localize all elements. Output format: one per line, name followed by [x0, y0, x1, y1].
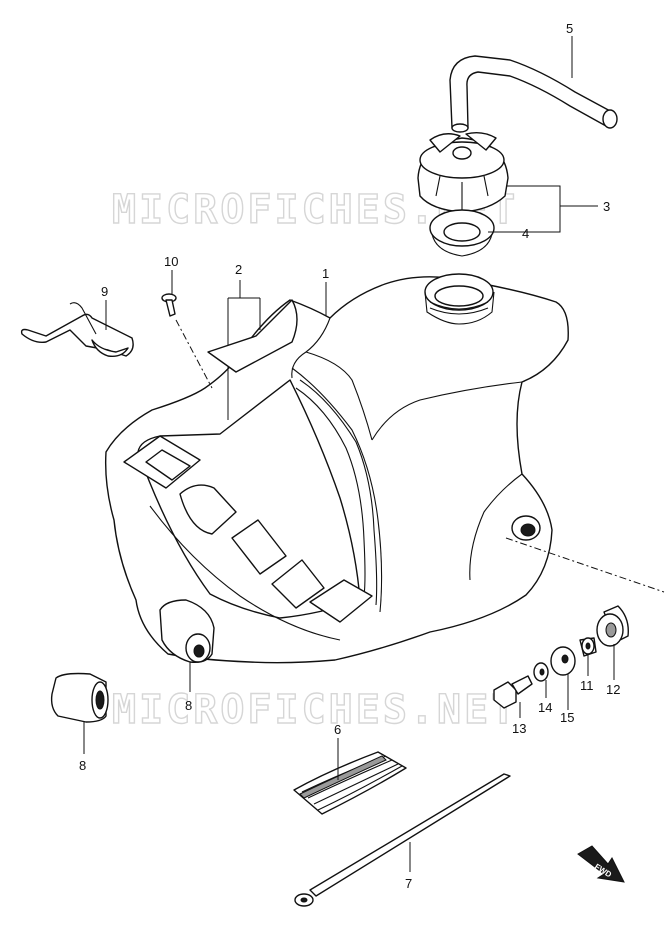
- callout-8-lower: 8: [79, 758, 86, 773]
- callout-6: 6: [334, 722, 341, 737]
- callout-10: 10: [164, 254, 178, 269]
- screw: [161, 293, 177, 317]
- callout-3: 3: [603, 199, 610, 214]
- breather-hose: [449, 55, 618, 133]
- callout-5: 5: [566, 21, 573, 36]
- watermark-bottom: MICROFICHES.NET: [112, 687, 518, 733]
- fuel-cap: [417, 131, 509, 213]
- grommet-12: [596, 605, 629, 647]
- screw-alignment-line: [175, 319, 213, 389]
- callout-13: 13: [512, 721, 526, 736]
- callout-2: 2: [235, 262, 242, 277]
- callout-1: 1: [322, 266, 329, 281]
- callout-15: 15: [560, 710, 574, 725]
- decal-strip: [207, 299, 298, 373]
- leader-3-4: [488, 185, 598, 233]
- washer-15: [550, 646, 576, 676]
- washer-14: [533, 662, 549, 682]
- callout-4: 4: [522, 226, 529, 241]
- collar-11: [579, 637, 597, 657]
- bolt: [493, 675, 533, 709]
- mount-alignment-line: [505, 537, 665, 593]
- pad: [293, 751, 407, 815]
- clamp: [20, 302, 134, 358]
- callout-14: 14: [538, 700, 552, 715]
- callout-8-upper: 8: [185, 698, 192, 713]
- fuel-tank: [105, 273, 569, 664]
- cable-tie: [294, 773, 511, 907]
- cushion-lower: [50, 672, 109, 723]
- fwd-arrow-icon: FWD: [577, 845, 625, 883]
- callout-9: 9: [101, 284, 108, 299]
- callout-7: 7: [405, 876, 412, 891]
- decal-leader: [227, 280, 261, 420]
- callout-12: 12: [606, 682, 620, 697]
- cap-gasket: [429, 209, 495, 257]
- cushion-upper: [159, 599, 215, 664]
- callout-11: 11: [580, 678, 594, 693]
